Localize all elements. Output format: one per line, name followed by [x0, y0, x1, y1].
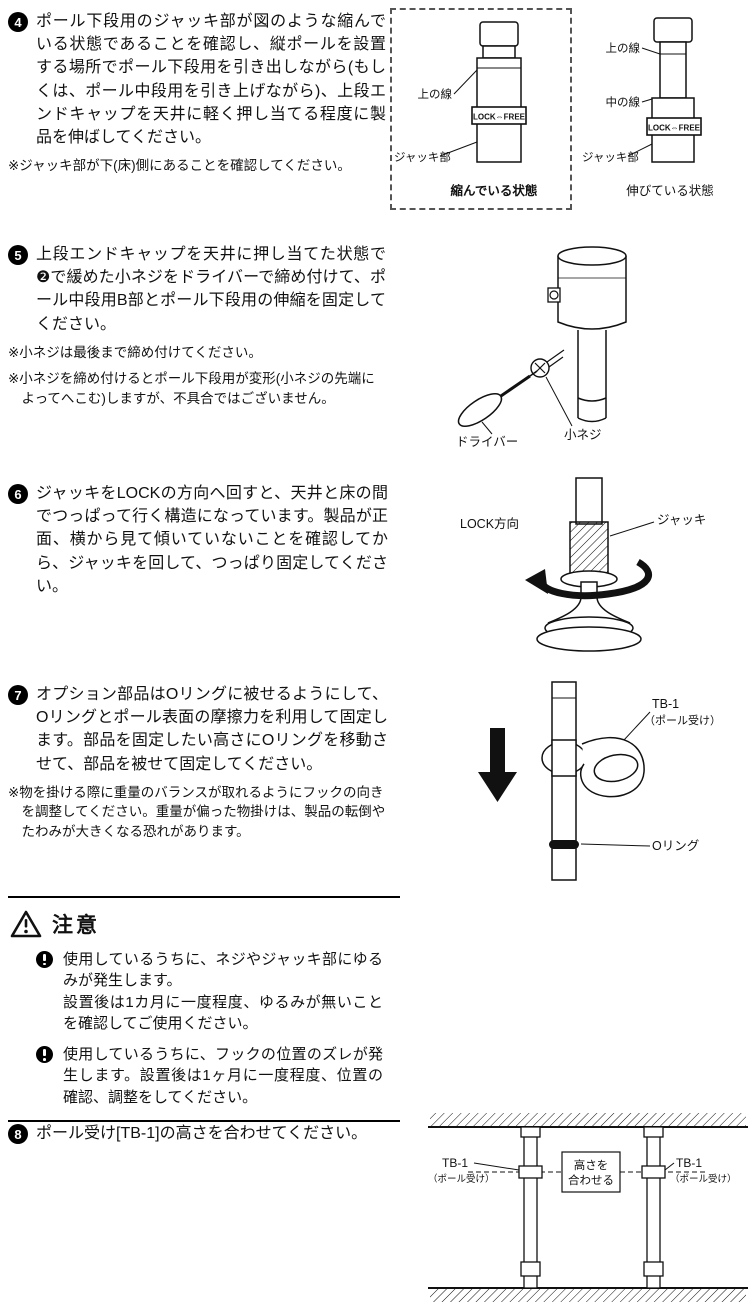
- tb1-sub-label: （ポール受け）: [644, 714, 721, 727]
- rotation-arrow-icon: [525, 558, 652, 600]
- pole-shape: [476, 21, 522, 163]
- step-5-section: 5 上段エンドキャップを天井に押し当てた状態で❷で緩めた小ネジをドライバーで締め…: [8, 243, 386, 409]
- height-label-box: [561, 1151, 621, 1193]
- o-ring-label: Oリング: [652, 839, 699, 853]
- down-arrow-icon: [478, 728, 517, 802]
- caution-item-1-text: 使用しているうちに、ネジやジャッキ部にゆるみが発生します。: [63, 951, 383, 990]
- step-6-text: ジャッキをLOCKの方向へ回すと、天井と床の間でつっぱって行く構造になっています…: [36, 485, 388, 595]
- tb1-left-sub-label: （ポール受け）: [428, 1173, 495, 1185]
- jack-rotation-drawing: LOCK方向 ジャッキ: [460, 477, 706, 652]
- option-part-drawing: TB-1 （ポール受け） Oリング: [478, 681, 721, 881]
- jack-part-label: ジャッキ部: [582, 150, 639, 164]
- small-screw-label: 小ネジ: [564, 428, 602, 442]
- lower-pole-shape: [577, 330, 607, 423]
- exclamation-circle-icon: [36, 1046, 53, 1064]
- jack-label: ジャッキ: [657, 513, 706, 527]
- floor-shape: [430, 1289, 746, 1302]
- step-4-diagram: LOCK⇔FREE 上の線 ジャッキ部 縮んでいる状態 LOCK⇔FREE 上: [390, 8, 748, 216]
- step-4-note: ※ジャッキ部が下(床)側にあることを確認してください。: [8, 158, 351, 174]
- step-5-number-badge: 5: [8, 245, 28, 265]
- caution-item-2: 使用しているうちに、フックの位置のズレが発生します。設置後は1ヶ月に一度程度、位…: [36, 1044, 400, 1108]
- lock-free-label: LOCK⇔FREE: [648, 124, 701, 133]
- step-6-section: 6 ジャッキをLOCKの方向へ回すと、天井と床の間でつっぱって行く構造になってい…: [8, 482, 388, 598]
- step-6-diagram: LOCK方向 ジャッキ: [448, 476, 746, 671]
- height-label-line1: 高さを: [574, 1158, 609, 1172]
- tb1-right-sub-label: （ポール受け）: [670, 1173, 737, 1185]
- step-5-text: 上段エンドキャップを天井に押し当てた状態で❷で緩めた小ネジをドライバーで締め付け…: [36, 246, 386, 333]
- extended-caption: 伸びている状態: [626, 183, 714, 198]
- screwdriver-label: ドライバー: [456, 435, 518, 449]
- step-4-text: ポール下段用のジャッキ部が図のような縮んでいる状態であることを確認し、縦ポールを…: [36, 13, 386, 146]
- upper-line-label: 上の線: [606, 41, 641, 55]
- step-8-section: 8 ポール受け[TB-1]の高さを合わせてください。: [8, 1122, 408, 1145]
- step-7-number-badge: 7: [8, 685, 28, 705]
- pole-collar-shape: [557, 246, 627, 330]
- tb1-label: TB-1: [652, 697, 679, 711]
- step-7-text: オプション部品はOリングに被せるようにして、Oリングとポール表面の摩擦力を利用し…: [36, 686, 388, 773]
- caution-title: 注意: [52, 914, 100, 937]
- step-4-section: 4 ポール下段用のジャッキ部が図のような縮んでいる状態であることを確認し、縦ポー…: [8, 10, 386, 176]
- compressed-caption: 縮んでいる状態: [451, 183, 538, 198]
- caution-item-1-text-2: 設置後は1カ月に一度程度、ゆるみが無いことを確認してご使用ください。: [63, 993, 383, 1032]
- lock-direction-label: LOCK方向: [460, 516, 519, 531]
- step-7-note: ※物を掛ける際に重量のバランスが取れるようにフックの向きを調整してください。重量…: [8, 784, 386, 840]
- compressed-pole-drawing: LOCK⇔FREE 上の線 ジャッキ部 縮んでいる状態: [394, 21, 538, 198]
- compressed-state-box: LOCK⇔FREE 上の線 ジャッキ部 縮んでいる状態: [390, 8, 572, 210]
- extended-pole-drawing: LOCK⇔FREE 上の線 中の線 ジャッキ部 伸びている状態: [582, 17, 714, 198]
- caution-item-2-text: 使用しているうちに、フックの位置のズレが発生します。設置後は1ヶ月に一度程度、位…: [63, 1046, 383, 1106]
- step-4-number-badge: 4: [8, 12, 28, 32]
- right-pole-shape: [641, 1126, 666, 1289]
- caution-section: 注意 使用しているうちに、ネジやジャッキ部にゆるみが発生します。 設置後は1カ月…: [8, 896, 400, 1123]
- upper-line-label: 上の線: [418, 87, 453, 101]
- step-7-diagram: TB-1 （ポール受け） Oリング: [448, 680, 746, 885]
- caution-header: 注意: [10, 909, 400, 939]
- exclamation-circle-icon: [36, 951, 53, 968]
- jack-part-label: ジャッキ部: [394, 150, 451, 164]
- step-8-diagram: 高さを 合わせる TB-1 （ポール受け） TB-1 （ポール受け）: [428, 1112, 748, 1304]
- screw-tightening-drawing: ドライバー 小ネジ: [456, 246, 627, 449]
- small-screw-icon: [530, 349, 565, 378]
- step-7-section: 7 オプション部品はOリングに被せるようにして、Oリングとポール表面の摩擦力を利…: [8, 683, 388, 842]
- base-plate-shape: [536, 626, 642, 652]
- step-6-number-badge: 6: [8, 484, 28, 504]
- step-8-number-badge: 8: [8, 1124, 28, 1144]
- height-alignment-drawing: 高さを 合わせる TB-1 （ポール受け） TB-1 （ポール受け）: [428, 1113, 748, 1302]
- screwdriver-icon: [457, 370, 538, 428]
- jack-sleeve-shape: [569, 521, 609, 575]
- step-5-diagram: ドライバー 小ネジ: [452, 238, 747, 450]
- tb1-left-label: TB-1: [442, 1156, 468, 1170]
- middle-line-label: 中の線: [606, 95, 641, 109]
- step-8-text: ポール受け[TB-1]の高さを合わせてください。: [36, 1125, 368, 1142]
- tb1-right-label: TB-1: [676, 1156, 702, 1170]
- o-ring-shape: [549, 840, 579, 849]
- lock-free-label: LOCK⇔FREE: [473, 113, 526, 122]
- step-5-note-1: ※小ネジは最後まで締め付けてください。: [8, 344, 262, 360]
- caution-item-1: 使用しているうちに、ネジやジャッキ部にゆるみが発生します。 設置後は1カ月に一度…: [36, 949, 400, 1034]
- pole-shape: [651, 17, 695, 163]
- extended-state-box: LOCK⇔FREE 上の線 中の線 ジャッキ部 伸びている状態: [582, 10, 748, 210]
- ceiling-shape: [430, 1113, 746, 1126]
- warning-triangle-icon: [10, 910, 42, 938]
- step-5-note-2: ※小ネジを締め付けるとポール下段用が変形(小ネジの先端によってへこむ)しますが、…: [8, 371, 375, 407]
- height-label-line2: 合わせる: [568, 1173, 614, 1187]
- left-pole-shape: [518, 1126, 543, 1289]
